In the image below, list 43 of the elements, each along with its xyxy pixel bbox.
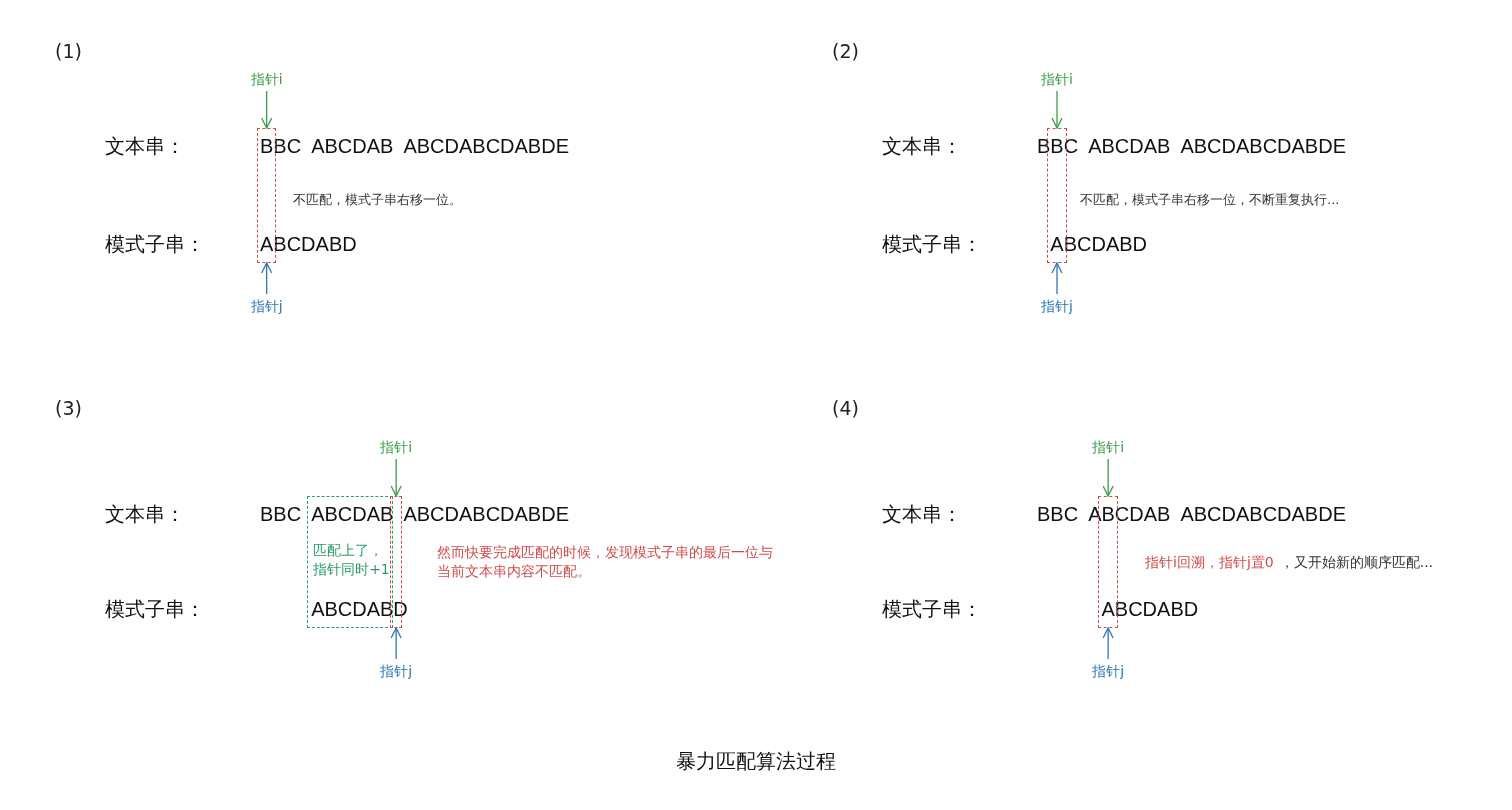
step-number: (4) [832,397,859,419]
text-string: BBC ABCDAB ABCDABCDABDE [260,134,569,158]
row-label: 模式子串： [105,232,205,256]
row-label: 模式子串： [105,597,205,621]
arrow [1051,262,1063,295]
arrow [390,627,402,660]
arrow [1102,627,1114,660]
step-number: (2) [832,40,859,62]
pointer-label: 指针i [380,438,413,456]
pointer-label: 指针j [1092,662,1125,680]
arrow [261,90,273,129]
pointer-label: 指针i [1092,438,1125,456]
match-note: 匹配上了，指针同时+1 [313,541,391,579]
row-label: 文本串： [882,134,962,158]
step-number: (3) [55,397,82,419]
arrow [1051,90,1063,129]
step-number: (1) [55,40,82,62]
row-label: 模式子串： [882,597,982,621]
pointer-label: 指针i [1041,70,1073,88]
row-label: 文本串： [882,502,962,526]
pointer-label: 指针j [380,662,413,680]
pointer-label: 指针i [250,70,283,88]
pattern-string: ABCDABD [311,597,408,621]
row-label: 模式子串： [882,232,982,256]
pattern-string: ABCDABD [260,232,357,256]
arrow [261,262,273,295]
note-text: ，又开始新的顺序匹配... [1279,553,1434,572]
note-text: 指针i回溯，指针j置0 [1145,553,1274,572]
text-string: BBC ABCDAB ABCDABCDABDE [1037,134,1346,158]
note-text: 不匹配，模式子串右移一位。 [293,191,462,209]
note-text: 不匹配，模式子串右移一位，不断重复执行... [1080,191,1340,209]
pattern-string: ABCDABD [1101,597,1199,621]
pattern-string: ABCDABD [1050,232,1148,256]
row-label: 文本串： [105,134,185,158]
pointer-label: 指针j [1041,297,1073,315]
arrow [1102,458,1114,497]
arrow [390,458,402,497]
pointer-label: 指针j [250,297,283,315]
row-label: 文本串： [105,502,185,526]
note-text: 然而快要完成匹配的时候，发现模式子串的最后一位与当前文本串内容不匹配。 [437,543,774,581]
text-string: BBC ABCDAB ABCDABCDABDE [1037,502,1346,526]
figure-caption: 暴力匹配算法过程 [676,749,836,773]
text-string: BBC ABCDAB ABCDABCDABDE [260,502,569,526]
